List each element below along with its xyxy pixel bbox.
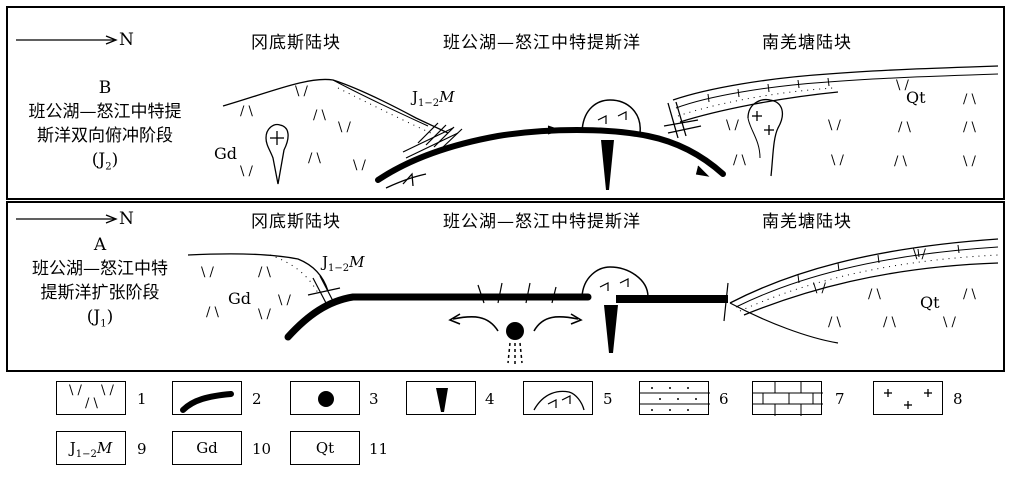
stage-line1: 班公湖—怒江中特 xyxy=(32,259,168,279)
cross-section-a xyxy=(187,238,999,365)
stage-line1: 班公湖—怒江中特提 xyxy=(28,102,182,122)
stage-line2: 斯洋双向俯冲阶段 xyxy=(37,126,173,146)
stage-letter: A xyxy=(93,235,107,255)
north-arrow-icon xyxy=(16,35,118,45)
north-label: N xyxy=(119,30,134,50)
left-block-label: 冈底斯陆块 xyxy=(251,212,341,232)
stage-description: B 班公湖—怒江中特提 斯洋双向俯冲阶段 (J2) xyxy=(10,76,200,179)
legend-sandstone xyxy=(639,381,710,415)
legend-seamount xyxy=(523,381,593,415)
legend-volcanic-rock: \ /\ / / \ xyxy=(56,381,126,415)
middle-ocean-label: 班公湖—怒江中特提斯洋 xyxy=(443,33,641,53)
legend-magma-channel xyxy=(406,381,476,415)
legend-oceanic-crust xyxy=(172,381,242,415)
legend-limestone xyxy=(752,381,823,416)
gd-label: Gd xyxy=(228,289,252,308)
legend-j12m-formation: J1−2M xyxy=(56,431,126,465)
north-arrow-icon xyxy=(16,214,118,224)
qt-label: Qt xyxy=(906,88,926,107)
stage-age: (J1) xyxy=(86,307,114,330)
middle-ocean-label: 班公湖—怒江中特提斯洋 xyxy=(443,212,641,232)
panel-b-bidirectional-subduction: N 冈底斯陆块 班公湖—怒江中特提斯洋 南羌塘陆块 B 班公湖—怒江中特提 斯洋… xyxy=(6,6,1005,200)
cross-section-b xyxy=(222,65,999,190)
north-label: N xyxy=(119,209,134,229)
j12m-label: J1−2M xyxy=(322,253,365,274)
legend-qt-formation: Qt xyxy=(290,431,360,465)
legend-granite xyxy=(873,381,943,415)
left-block-label: 冈底斯陆块 xyxy=(251,33,341,53)
qt-label: Qt xyxy=(920,293,940,312)
right-block-label: 南羌塘陆块 xyxy=(762,212,852,232)
stage-description: A 班公湖—怒江中特 提斯洋扩张阶段 (J1) xyxy=(10,233,190,336)
stage-letter: B xyxy=(98,78,112,98)
legend-gd-formation: Gd xyxy=(172,431,242,465)
stage-line2: 提斯洋扩张阶段 xyxy=(40,283,160,303)
legend-mantle-plume xyxy=(290,381,360,415)
j12m-label: J1−2M xyxy=(412,88,455,109)
right-block-label: 南羌塘陆块 xyxy=(762,33,852,53)
panel-a-spreading-stage: N 冈底斯陆块 班公湖—怒江中特提斯洋 南羌塘陆块 A 班公湖—怒江中特 提斯洋… xyxy=(6,201,1005,372)
stage-age: (J2) xyxy=(91,150,119,173)
gd-label: Gd xyxy=(214,144,238,163)
